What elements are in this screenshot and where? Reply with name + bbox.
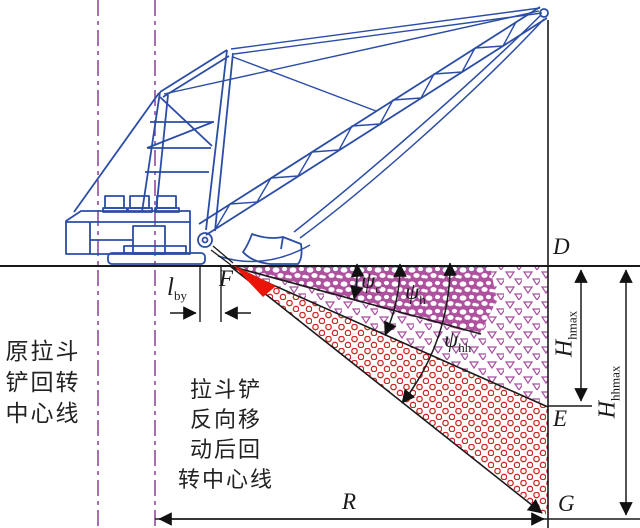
psi-h-arc [384, 263, 407, 336]
point-g-label: G [558, 491, 575, 516]
h-hmax-label: Hhmax [551, 310, 580, 358]
r-dimension-label: R [342, 489, 357, 514]
psi-hh-line [229, 265, 543, 514]
dragline-machine [65, 6, 549, 265]
suspension-cable [230, 7, 541, 50]
machine-house [65, 210, 191, 255]
psi-hh-label: ψhh [444, 327, 472, 355]
hoist-rope [293, 14, 542, 233]
lby-dimension-label: lby [167, 274, 187, 303]
h-hhmax-label: Hhhmax [594, 365, 623, 419]
bucket [242, 233, 303, 265]
angle-arcs [350, 262, 457, 404]
boom-lattice [215, 21, 517, 229]
car-body [123, 245, 187, 254]
original-centerline-label: 原拉斗 铲回转 中心线 [5, 339, 81, 426]
a-frame [141, 91, 161, 213]
psi-c-label: ψc [361, 268, 382, 296]
psi-c-arc [350, 263, 365, 300]
psi-hh-arc [401, 262, 457, 404]
rear-leg [73, 92, 160, 213]
mast [205, 49, 228, 231]
psi-h-line [229, 265, 549, 408]
point-d-label: D [553, 234, 570, 259]
point-f-label: F [219, 266, 234, 291]
point-e-label: E [553, 406, 568, 431]
bucket-wedge [233, 265, 276, 297]
psi-h-label: ψh [405, 279, 426, 307]
boom-lower-chord [205, 17, 548, 236]
boom-upper-chord [198, 6, 541, 225]
moved-centerline-label: 拉斗铲 反向移 动后回 转中心线 [177, 377, 274, 492]
drag-ropes [210, 245, 234, 266]
fairlead [197, 232, 213, 248]
dimension-arrows [158, 269, 633, 526]
